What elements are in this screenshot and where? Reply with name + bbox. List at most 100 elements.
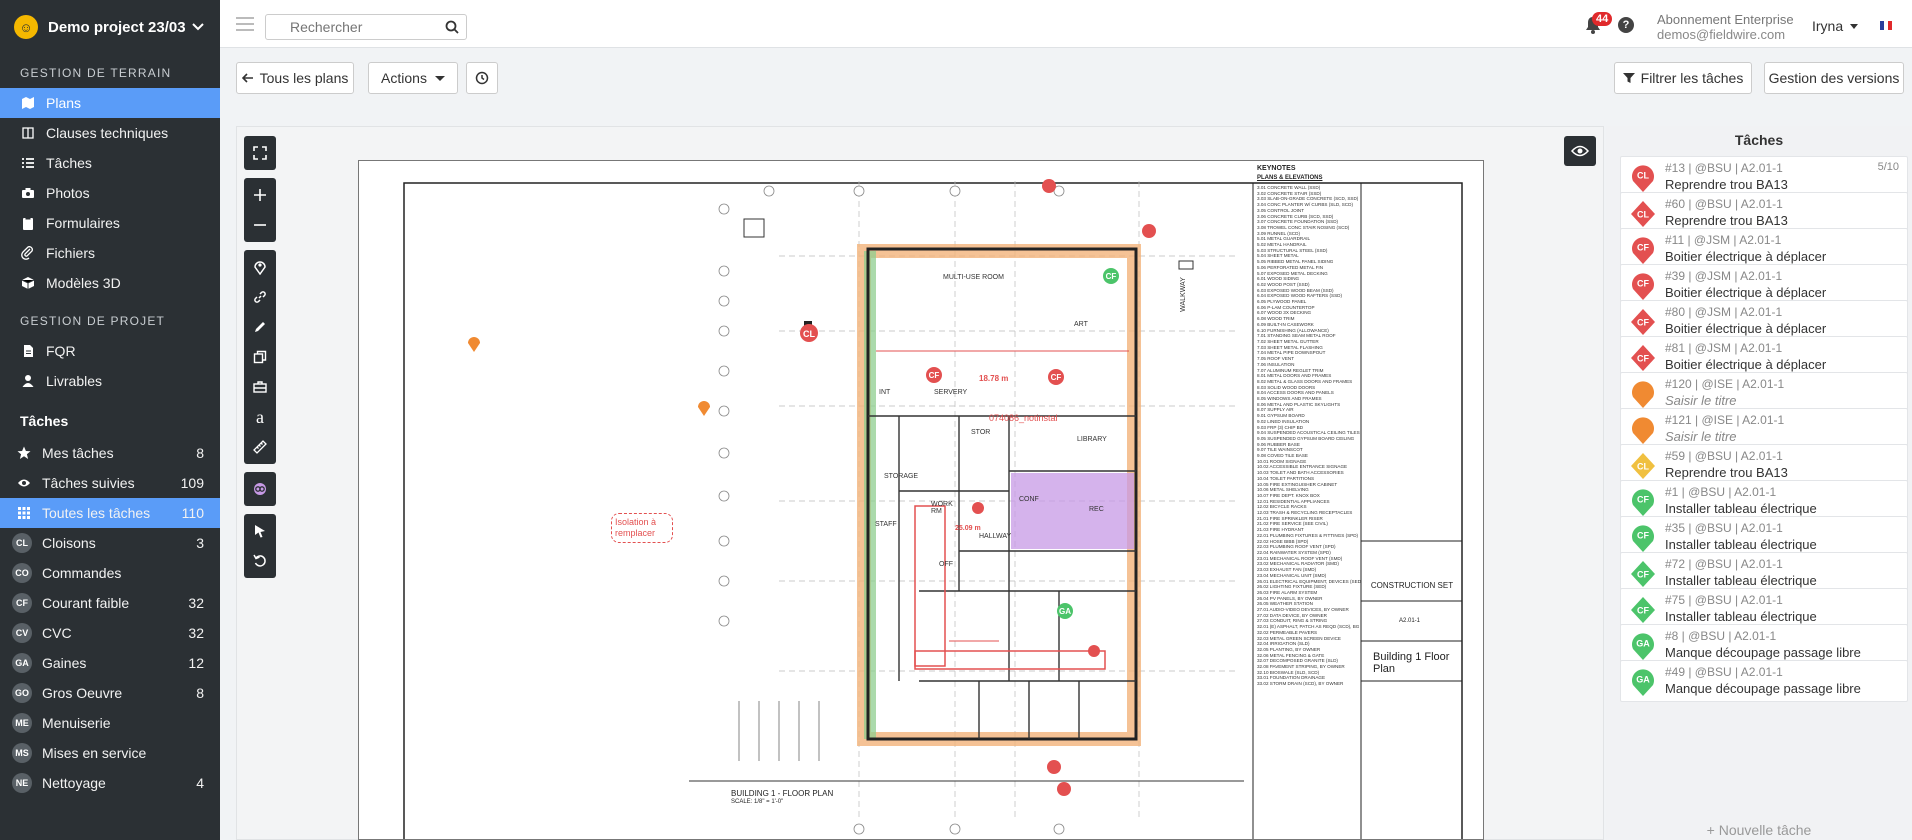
visibility-toggle-button[interactable] [1564, 136, 1596, 166]
keynote-line: 9.05 SUSPENDED GYPSUM BOARD CEILING [1257, 435, 1355, 441]
hamburger-icon[interactable] [236, 16, 254, 32]
expand-icon [253, 146, 267, 160]
keynote-line: 9.02 LINED INSULATION [1257, 418, 1310, 424]
sidebar-item-photos[interactable]: Photos [0, 178, 220, 208]
plan-pin-icon[interactable] [697, 399, 711, 417]
task-title: Manque découpage passage libre [1665, 681, 1861, 696]
zoom-out-button[interactable] [244, 210, 276, 240]
pen-tool-button[interactable] [244, 312, 276, 342]
keynote-line: 3.01 CONCRETE WALL (SSD) [1257, 185, 1321, 190]
category-badge: GA [12, 653, 32, 673]
sidebar-item-fqr[interactable]: FQR [0, 336, 220, 366]
all-plans-button[interactable]: Tous les plans [236, 62, 354, 94]
help-icon[interactable]: ? [1618, 17, 1634, 33]
sidebar-item-label: Fichiers [46, 245, 96, 261]
sidebar-item-t-ches[interactable]: Tâches [0, 148, 220, 178]
filter-tasks-button[interactable]: Filtrer les tâches [1614, 62, 1752, 94]
keynote-line: 12.02 BICYCLE RACKS [1257, 504, 1307, 510]
version-management-button[interactable]: Gestion des versions [1764, 62, 1904, 94]
link-tool-button[interactable] [244, 282, 276, 312]
plan-annotation[interactable]: 074086_notinstal [989, 413, 1058, 423]
sidebar-item-label: FQR [46, 343, 76, 359]
caret-down-icon[interactable] [1850, 24, 1858, 29]
task-title: Reprendre trou BA13 [1665, 465, 1788, 480]
french-flag-icon[interactable] [1880, 21, 1892, 30]
project-section-header: GESTION DE PROJET [20, 314, 166, 328]
keynote-line: 23.01 MECHANICAL ROOF VENT (SMD) [1257, 555, 1343, 561]
chevron-down-icon[interactable] [190, 19, 206, 35]
toolbox-button[interactable] [244, 372, 276, 402]
room-label: OFF [939, 561, 953, 568]
text-icon: a [256, 406, 264, 427]
layers-button[interactable] [244, 474, 276, 504]
sidebar-item-mod-les-3d[interactable]: Modèles 3D [0, 268, 220, 298]
measure-tool-button[interactable] [244, 432, 276, 462]
search-input[interactable] [265, 14, 467, 40]
zoom-in-button[interactable] [244, 180, 276, 210]
new-task-button[interactable]: + Nouvelle tâche [1706, 822, 1812, 838]
plan-sheet[interactable]: CL CF CF CF GA MULTI-USE ROOM INT SERVER… [358, 160, 1484, 840]
task-filter-label: Toutes les tâches [42, 505, 151, 521]
sidebar-item-label: Tâches [46, 155, 92, 171]
actions-dropdown[interactable]: Actions [368, 62, 458, 94]
pin-tool-button[interactable] [244, 252, 276, 282]
notification-badge[interactable]: 44 [1592, 12, 1613, 26]
sidebar-item-formulaires[interactable]: Formulaires [0, 208, 220, 238]
keynote-line: 5.02 METAL HANDRAIL [1257, 242, 1307, 248]
keynote-line: 3.09 RUNNEL (SCD) [1257, 230, 1300, 236]
sidebar-item-livrables[interactable]: Livrables [0, 366, 220, 396]
user-menu[interactable]: Iryna [1812, 18, 1844, 34]
shape-tool-button[interactable] [244, 342, 276, 372]
project-switcher[interactable]: ☺ Demo project 23/03 [0, 0, 220, 54]
keynote-line: 9.03 FRP (3) CHIP BD [1257, 424, 1304, 430]
room-label: WORK RM [931, 501, 953, 515]
sidebar-item-clauses-techniques[interactable]: Clauses techniques [0, 118, 220, 148]
sidebar-item-plans[interactable]: Plans [0, 88, 220, 118]
search-icon[interactable] [445, 20, 459, 34]
task-meta: #72 | @BSU | A2.01-1 [1665, 557, 1783, 571]
task-title: Saisir le titre [1665, 429, 1737, 444]
task-meta: #59 | @BSU | A2.01-1 [1665, 449, 1783, 463]
task-meta: #39 | @JSM | A2.01-1 [1665, 269, 1783, 283]
history-button[interactable] [466, 62, 498, 94]
plan-cloud-annotation[interactable]: Isolation à remplacer [611, 513, 673, 543]
keynote-line: 32.03 METAL GREEN SCREEN DEVICE [1257, 635, 1341, 641]
text-tool-button[interactable]: a [244, 402, 276, 432]
sidebar-item-fichiers[interactable]: Fichiers [0, 238, 220, 268]
keynotes-subtitle: PLANS & ELEVATIONS [1257, 175, 1323, 181]
fullscreen-button[interactable] [244, 138, 276, 168]
plan-pin-icon[interactable] [467, 335, 481, 353]
keynote-line: 5.07 EXPOSED METAL DECKING [1257, 270, 1328, 276]
undo-icon [253, 554, 266, 567]
keynote-line: 10.05 FIRE EXTINGUISHER CABINET [1257, 481, 1338, 487]
dimension-label: 25.09 m [955, 525, 981, 532]
keynote-line: 10.07 FIRE DEPT. KNOX BOX [1257, 492, 1320, 498]
undo-button[interactable] [244, 546, 276, 576]
select-tool-button[interactable] [244, 516, 276, 546]
